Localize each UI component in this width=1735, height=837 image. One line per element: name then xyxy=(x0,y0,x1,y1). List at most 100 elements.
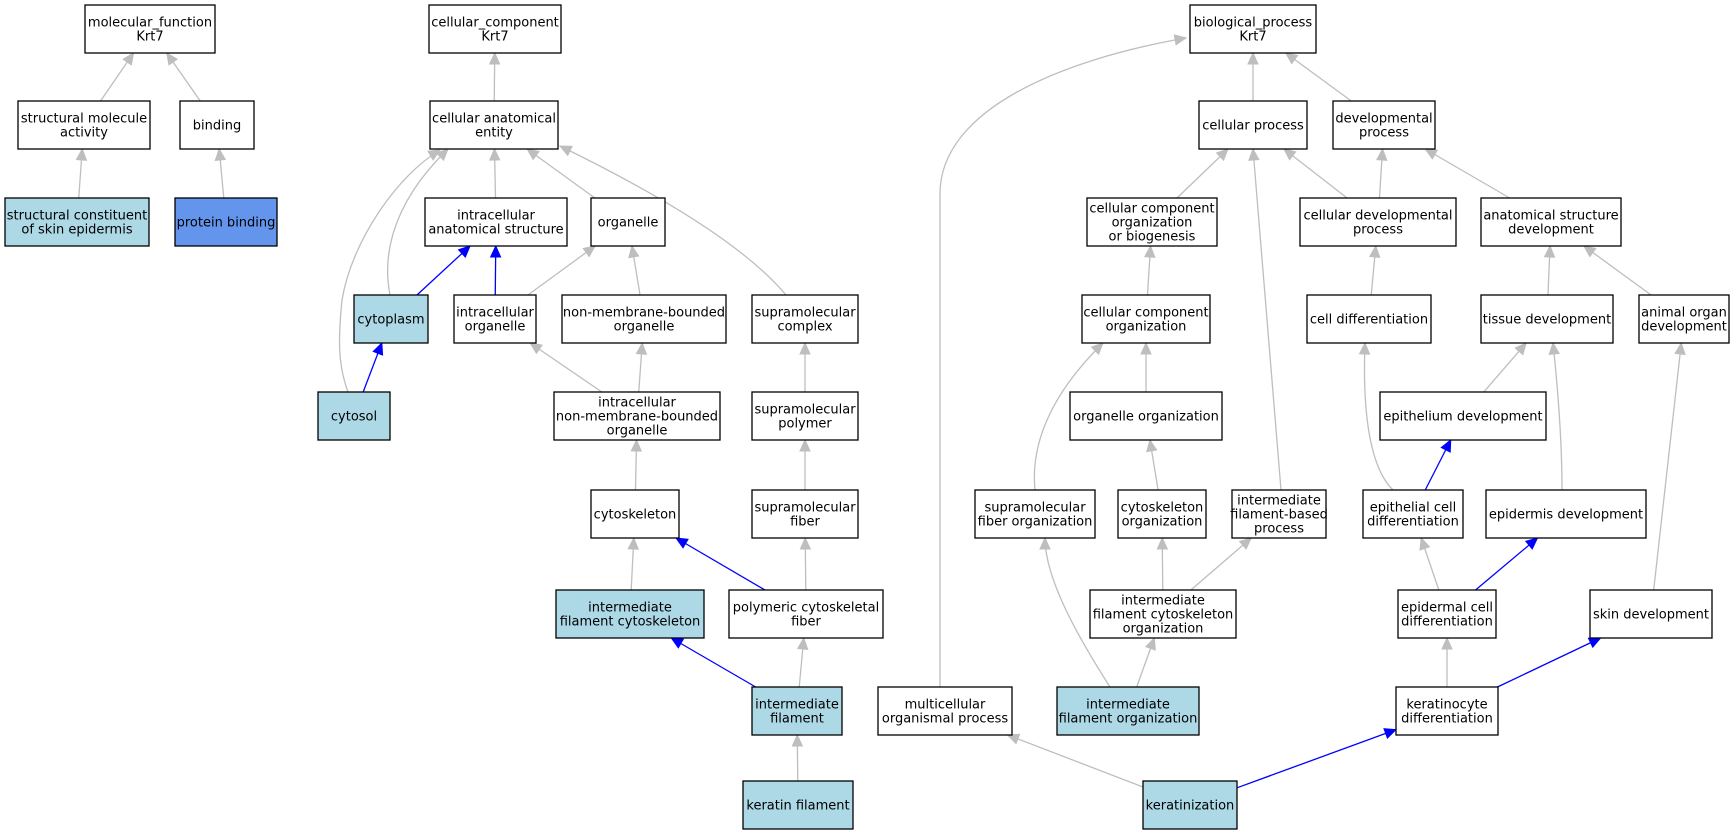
edge-line xyxy=(1033,342,1104,491)
term-node-ker[interactable]: keratinization xyxy=(1142,780,1238,830)
term-node-cp[interactable]: cellular process xyxy=(1198,100,1308,150)
term-box[interactable] xyxy=(1397,589,1497,639)
term-box[interactable] xyxy=(1332,100,1436,150)
term-node-inmbo[interactable]: intracellularnon-membrane-boundedorganel… xyxy=(553,391,721,441)
term-box[interactable] xyxy=(751,294,859,344)
term-box[interactable] xyxy=(1379,391,1547,441)
edge-line xyxy=(939,37,1187,687)
term-label: Krt7 xyxy=(136,30,163,45)
term-node-org[interactable]: organelle xyxy=(590,197,666,247)
term-box[interactable] xyxy=(590,489,680,539)
term-node-cd[interactable]: cell differentiation xyxy=(1306,294,1432,344)
term-box[interactable] xyxy=(17,100,151,150)
term-box[interactable] xyxy=(424,197,568,247)
term-box[interactable] xyxy=(555,589,705,639)
term-node-td[interactable]: tissue development xyxy=(1480,294,1614,344)
term-box[interactable] xyxy=(1589,589,1713,639)
term-box[interactable] xyxy=(1299,197,1457,247)
edge-ifco-to-ifbp xyxy=(1190,537,1253,591)
term-box[interactable] xyxy=(1117,489,1207,539)
term-box[interactable] xyxy=(84,4,216,54)
term-box[interactable] xyxy=(1089,589,1237,639)
term-box[interactable] xyxy=(1480,294,1614,344)
edge-smf-to-smp xyxy=(799,438,811,490)
term-node-kf[interactable]: keratin filament xyxy=(742,780,854,830)
term-box[interactable] xyxy=(553,391,721,441)
term-node-csk[interactable]: cytoskeleton xyxy=(590,489,680,539)
term-box[interactable] xyxy=(1198,100,1308,150)
edge-line xyxy=(675,537,766,591)
term-box[interactable] xyxy=(429,100,559,150)
term-box[interactable] xyxy=(751,391,859,441)
term-box[interactable] xyxy=(179,100,255,150)
term-box[interactable] xyxy=(742,780,854,830)
term-box[interactable] xyxy=(877,686,1013,736)
term-label: Krt7 xyxy=(481,30,508,45)
term-box[interactable] xyxy=(1362,489,1464,539)
term-box[interactable] xyxy=(1395,686,1499,736)
term-box[interactable] xyxy=(4,197,150,247)
term-box[interactable] xyxy=(174,197,278,247)
edge-smp-to-smc xyxy=(799,341,811,392)
term-node-epd[interactable]: epidermis development xyxy=(1485,489,1647,539)
term-box[interactable] xyxy=(1086,197,1218,247)
term-box[interactable] xyxy=(561,294,727,344)
term-box[interactable] xyxy=(1069,391,1223,441)
term-box[interactable] xyxy=(1306,294,1432,344)
term-box[interactable] xyxy=(1081,294,1211,344)
term-node-oo[interactable]: organelle organization xyxy=(1069,391,1223,441)
term-box[interactable] xyxy=(751,489,859,539)
term-box[interactable] xyxy=(1142,780,1238,830)
term-box[interactable] xyxy=(353,294,429,344)
term-box[interactable] xyxy=(590,197,666,247)
term-box[interactable] xyxy=(317,391,391,441)
term-box[interactable] xyxy=(974,489,1096,539)
term-node-cyto[interactable]: cytoplasm xyxy=(353,294,429,344)
term-box[interactable] xyxy=(1480,197,1622,247)
term-box[interactable] xyxy=(428,4,562,54)
term-node-pb[interactable]: protein binding xyxy=(174,197,278,247)
term-box[interactable] xyxy=(453,294,537,344)
term-node-cytosol[interactable]: cytosol xyxy=(317,391,391,441)
term-node-bind[interactable]: binding xyxy=(179,100,255,150)
term-box[interactable] xyxy=(1189,4,1317,54)
term-box[interactable] xyxy=(728,589,884,639)
term-node-sd[interactable]: skin development xyxy=(1589,589,1713,639)
term-box[interactable] xyxy=(751,686,843,736)
term-box[interactable] xyxy=(1056,686,1200,736)
term-box[interactable] xyxy=(1638,294,1730,344)
term-box[interactable] xyxy=(1231,489,1327,539)
term-node-ed[interactable]: epithelium development xyxy=(1379,391,1547,441)
term-box[interactable] xyxy=(1485,489,1647,539)
